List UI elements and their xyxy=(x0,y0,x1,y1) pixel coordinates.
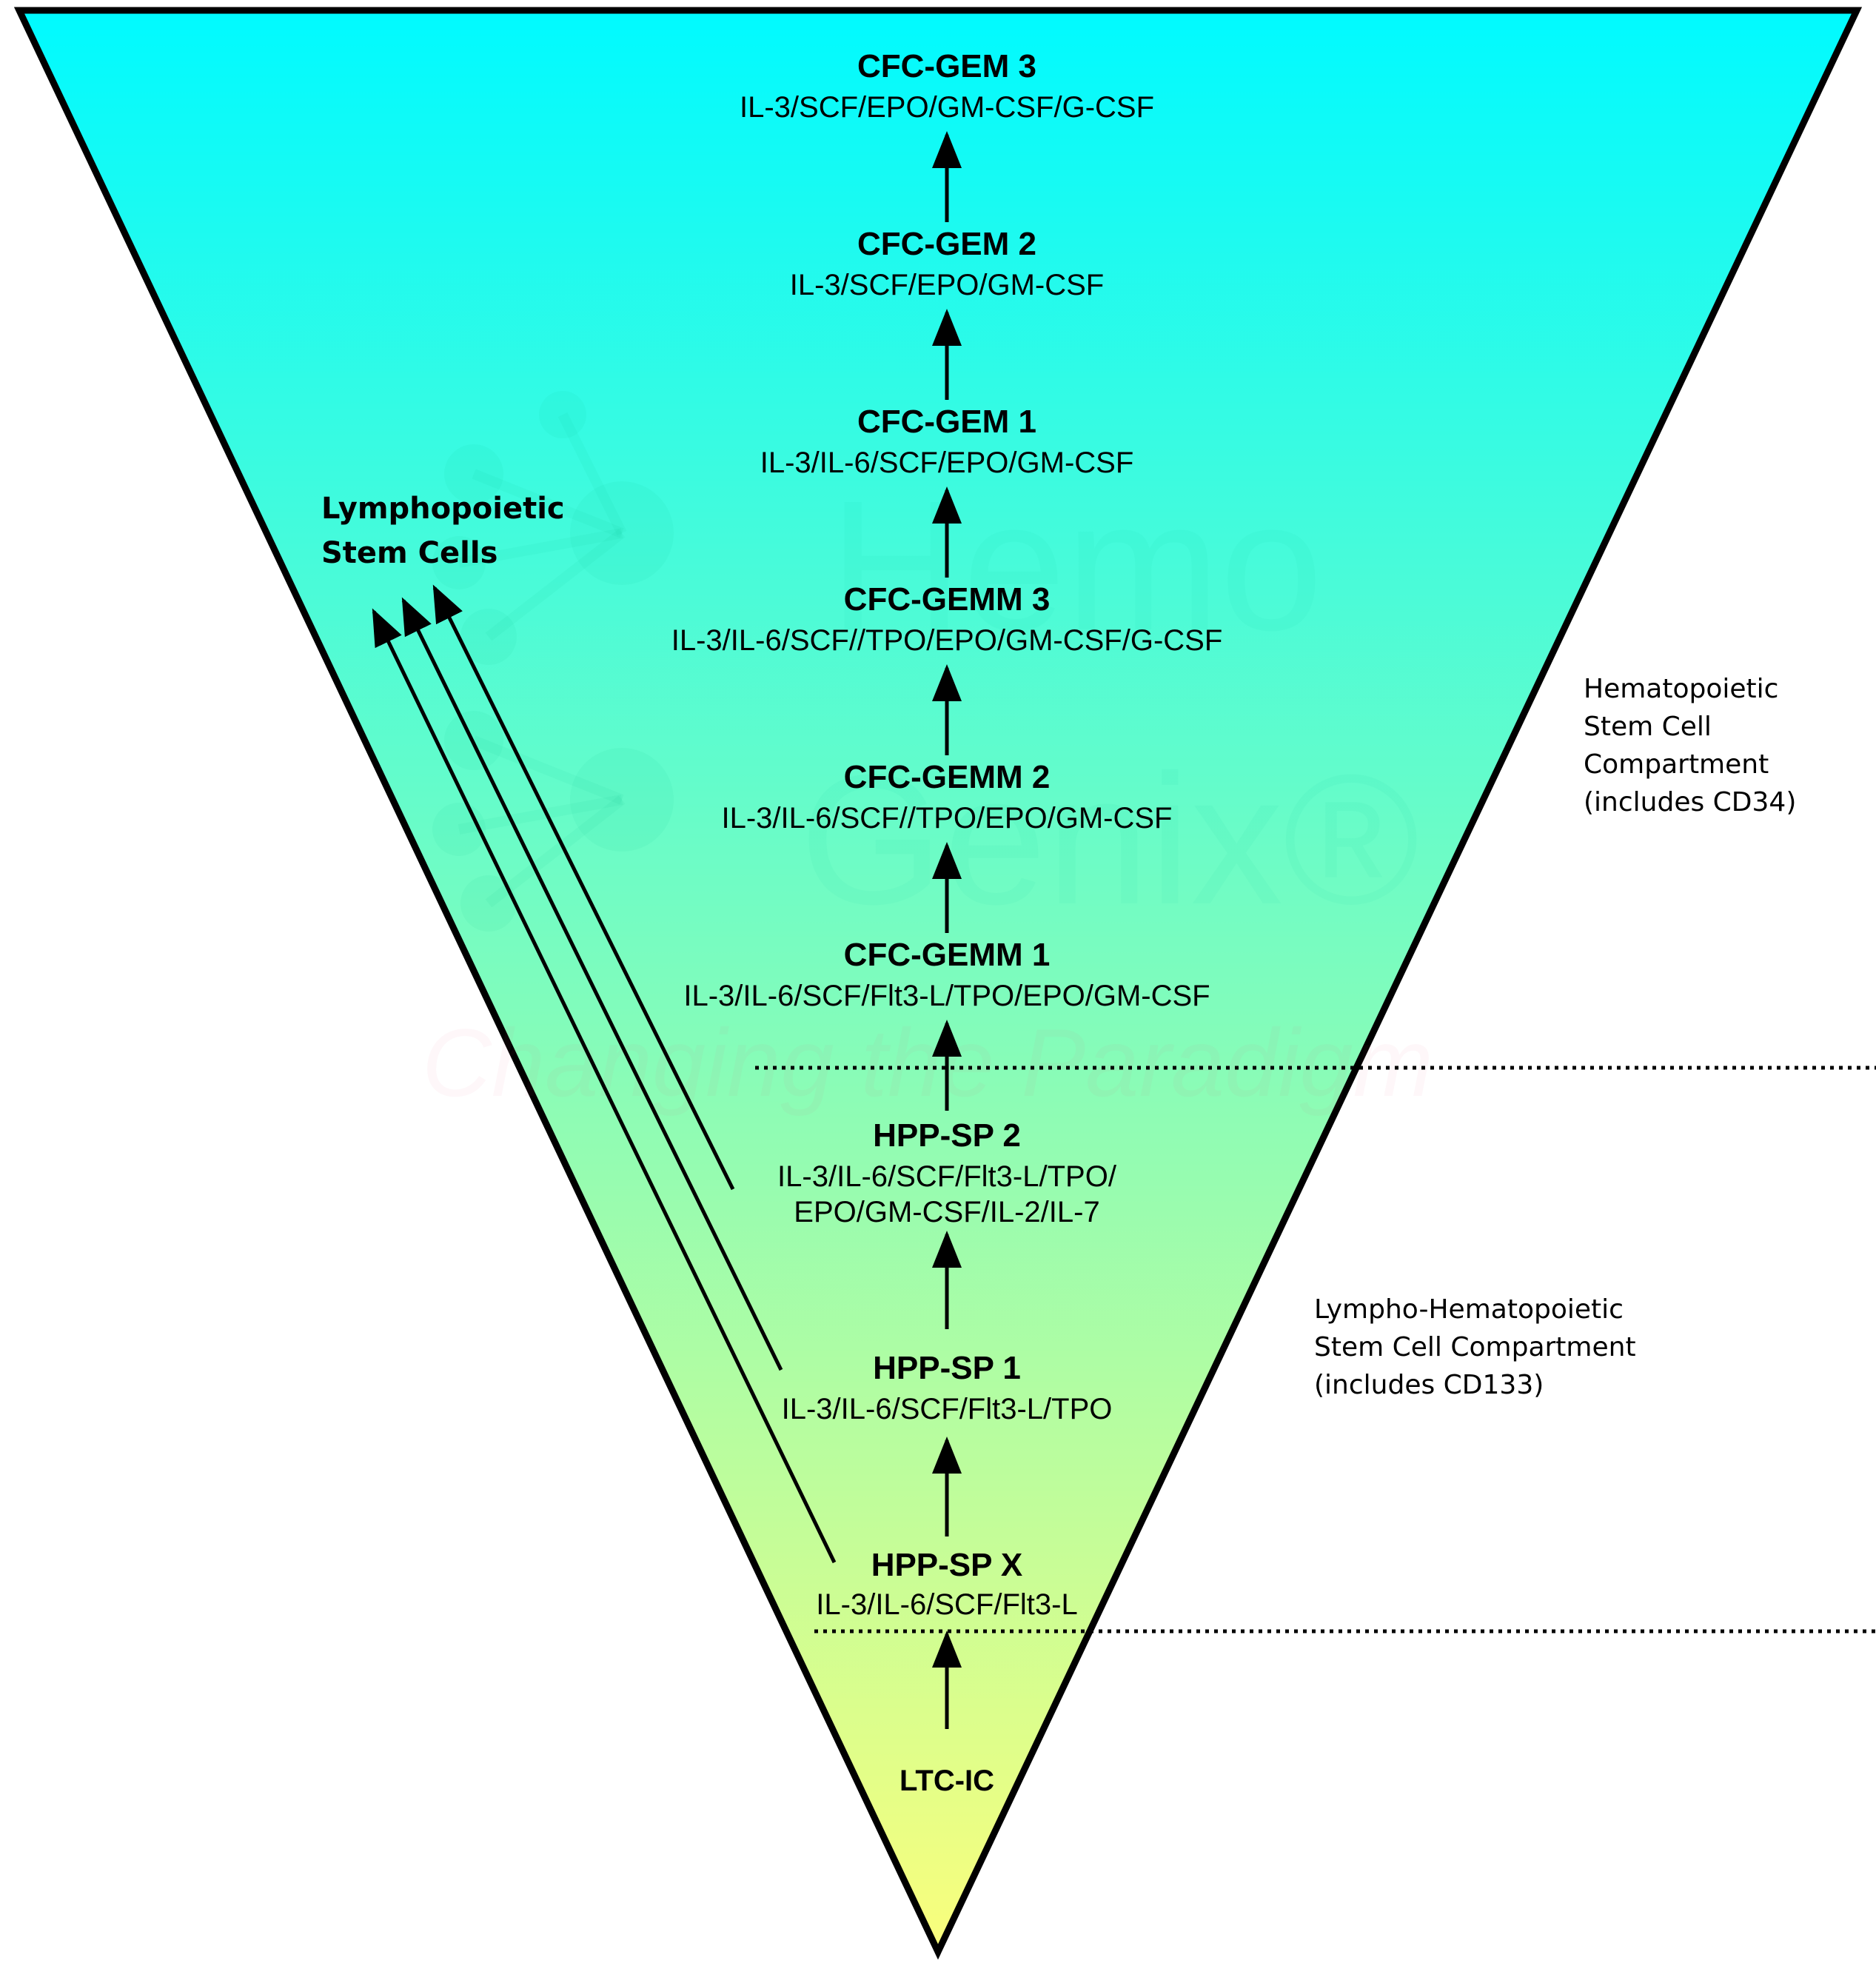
compartment-hsc-line2: Stem Cell xyxy=(1584,712,1712,742)
stage-factors-hpp-sp-2-line2: EPO/GM-CSF/IL-2/IL-7 xyxy=(794,1196,1099,1228)
compartment-lhsc-line2: Stem Cell Compartment xyxy=(1314,1332,1636,1362)
watermark-logo-icon xyxy=(432,391,674,932)
stage-factors-cfc-gemm-3: IL-3/IL-6/SCF//TPO/EPO/GM-CSF/G-CSF xyxy=(671,624,1223,657)
lymphopoietic-label-line1: Lymphopoietic xyxy=(321,492,565,526)
watermark-line1: Hemo xyxy=(829,462,1323,669)
stage-title-hpp-sp-x: HPP-SP X xyxy=(871,1547,1023,1583)
lymphopoietic-label-line2: Stem Cells xyxy=(321,536,498,570)
stage-factors-cfc-gem-3: IL-3/SCF/EPO/GM-CSF/G-CSF xyxy=(740,91,1154,124)
stage-factors-hpp-sp-x: IL-3/IL-6/SCF/Flt3-L xyxy=(816,1588,1077,1621)
compartment-hsc-line4: (includes CD34) xyxy=(1584,787,1796,817)
stage-factors-hpp-sp-2-line1: IL-3/IL-6/SCF/Flt3-L/TPO/ xyxy=(777,1160,1117,1193)
stage-factors-cfc-gemm-2: IL-3/IL-6/SCF//TPO/EPO/GM-CSF xyxy=(722,802,1173,835)
compartment-label-lympho-hematopoietic: Lympho-Hematopoietic Stem Cell Compartme… xyxy=(1314,1294,1636,1400)
stage-title-hpp-sp-1: HPP-SP 1 xyxy=(873,1350,1021,1386)
compartment-hsc-line3: Compartment xyxy=(1584,749,1769,780)
compartment-hsc-line1: Hematopoietic xyxy=(1584,674,1778,704)
stage-factors-cfc-gem-2: IL-3/SCF/EPO/GM-CSF xyxy=(790,269,1105,301)
stage-factors-cfc-gem-1: IL-3/IL-6/SCF/EPO/GM-CSF xyxy=(760,447,1134,479)
stage-factors-hpp-sp-1: IL-3/IL-6/SCF/Flt3-L/TPO xyxy=(782,1393,1113,1425)
inverted-triangle xyxy=(13,7,1863,1960)
stage-title-cfc-gem-3: CFC-GEM 3 xyxy=(857,48,1036,84)
lympho-arrow-from-hppsp1 xyxy=(401,597,783,1371)
compartment-lhsc-line1: Lympho-Hematopoietic xyxy=(1314,1294,1624,1325)
stage-labels: CFC-GEM 3 IL-3/SCF/EPO/GM-CSF/G-CSF CFC-… xyxy=(671,48,1223,1797)
stage-title-cfc-gemm-2: CFC-GEMM 2 xyxy=(844,759,1051,795)
watermark-line2: Genix® xyxy=(800,736,1419,943)
stage-title-cfc-gem-2: CFC-GEM 2 xyxy=(857,226,1036,262)
stage-title-cfc-gem-1: CFC-GEM 1 xyxy=(857,404,1036,440)
lymphopoietic-arrows xyxy=(372,584,837,1564)
compartment-lhsc-line3: (includes CD133) xyxy=(1314,1370,1544,1400)
stage-title-cfc-gemm-1: CFC-GEMM 1 xyxy=(844,937,1051,973)
stage-title-hpp-sp-2: HPP-SP 2 xyxy=(873,1117,1021,1154)
stage-factors-cfc-gemm-1: IL-3/IL-6/SCF/Flt3-L/TPO/EPO/GM-CSF xyxy=(683,980,1210,1012)
lympho-arrow-from-hppsp2 xyxy=(432,584,735,1191)
lympho-arrow-from-hppspx xyxy=(372,608,837,1564)
stage-title-ltc-ic: LTC-IC xyxy=(900,1765,994,1797)
stage-title-cfc-gemm-3: CFC-GEMM 3 xyxy=(844,581,1051,618)
compartment-label-hematopoietic: Hematopoietic Stem Cell Compartment (inc… xyxy=(1584,674,1796,817)
